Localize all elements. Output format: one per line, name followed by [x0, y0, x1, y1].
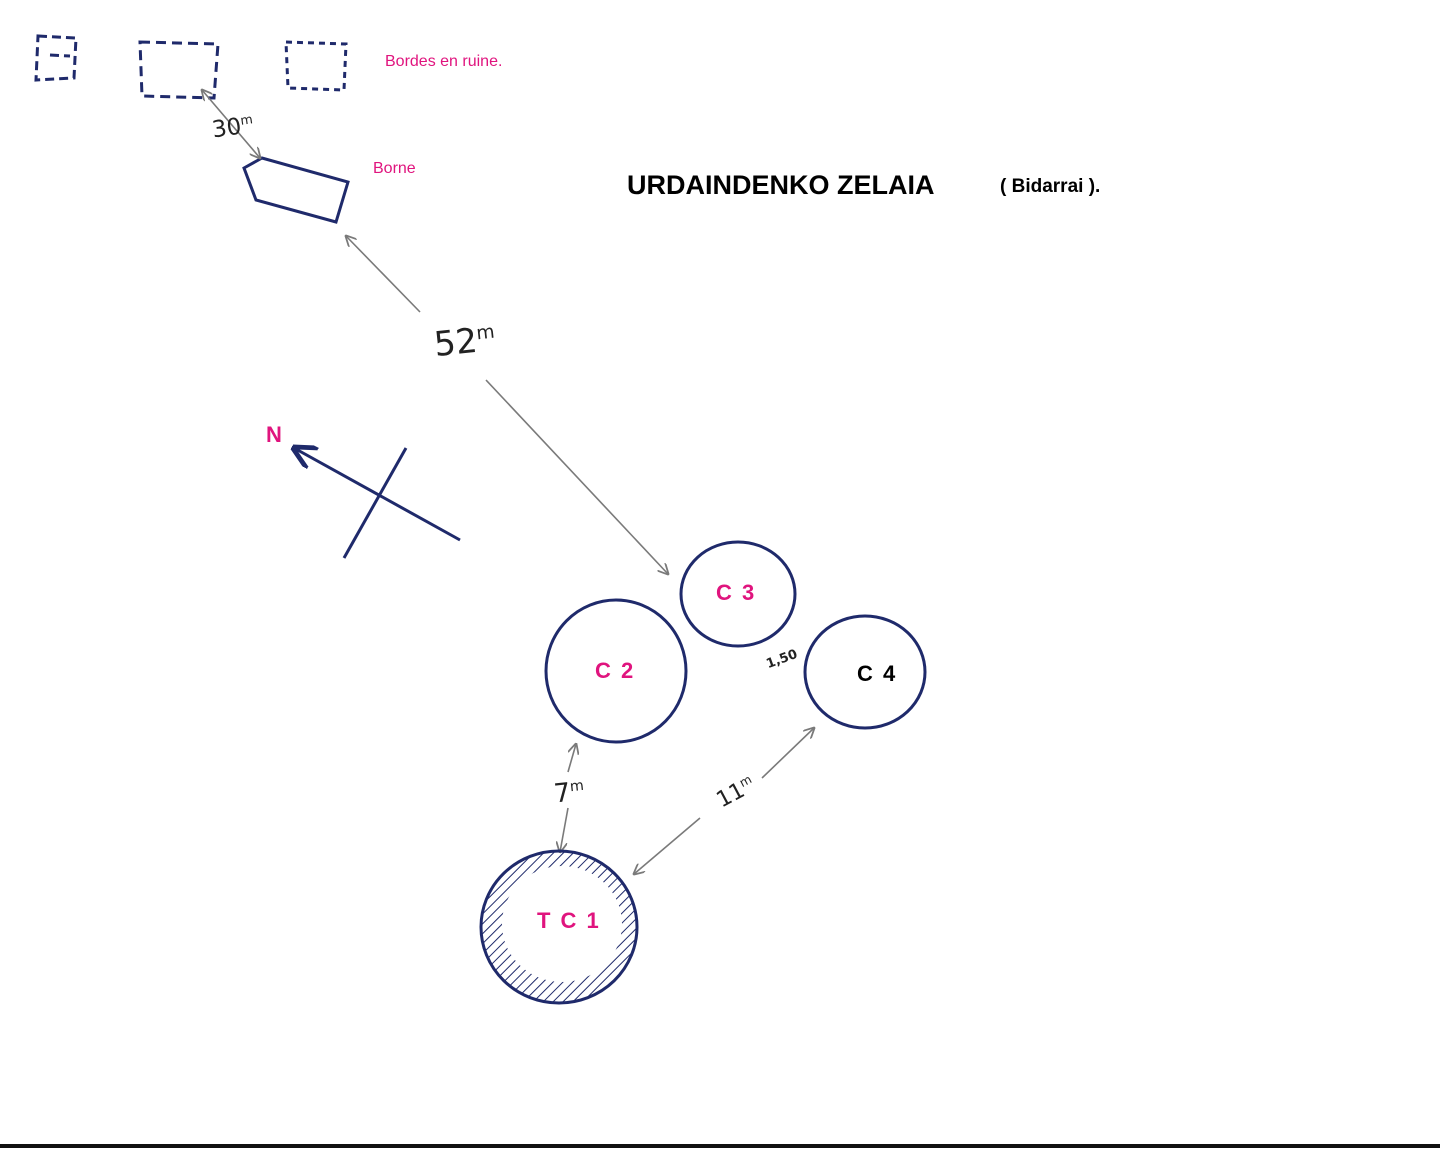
diagram-title: URDAINDENKO ZELAIA — [627, 170, 935, 200]
ruined-hut-2 — [138, 40, 220, 100]
label-bordes: Bordes en ruine. — [385, 53, 503, 70]
arrow-c2-7-upper — [567, 744, 576, 773]
scan-edge — [0, 1144, 1440, 1148]
distance-52m: 52m — [432, 320, 496, 366]
label-c4: C 4 — [857, 661, 898, 686]
tumulus-tc1-core — [502, 866, 622, 982]
label-c3: C 3 — [716, 580, 757, 605]
arrow-7-tc1-lower — [560, 807, 569, 852]
ruined-hut-1 — [34, 34, 78, 82]
circle-c3 — [679, 540, 797, 648]
north-arrow-crossbar — [342, 447, 408, 559]
label-borne: Borne — [373, 160, 416, 177]
borne-stone — [242, 156, 350, 224]
arrow-11-c4-upper — [761, 728, 814, 779]
circle-c4 — [803, 614, 927, 730]
arrow-borne-52-upper — [346, 236, 421, 313]
ruined-hut-3 — [284, 40, 348, 92]
circle-c2 — [544, 598, 688, 744]
distance-7m: 7m — [552, 777, 585, 810]
arrow-bordes-borne — [202, 90, 260, 158]
label-north: N — [266, 422, 282, 447]
diagram-subtitle: ( Bidarrai ). — [1000, 176, 1101, 197]
label-tc1: T C 1 — [537, 908, 601, 933]
north-arrow-icon — [294, 448, 461, 542]
arrow-11-tc1-lower — [634, 817, 701, 874]
label-c2: C 2 — [595, 658, 636, 683]
arrow-52-c3-lower — [485, 379, 668, 574]
